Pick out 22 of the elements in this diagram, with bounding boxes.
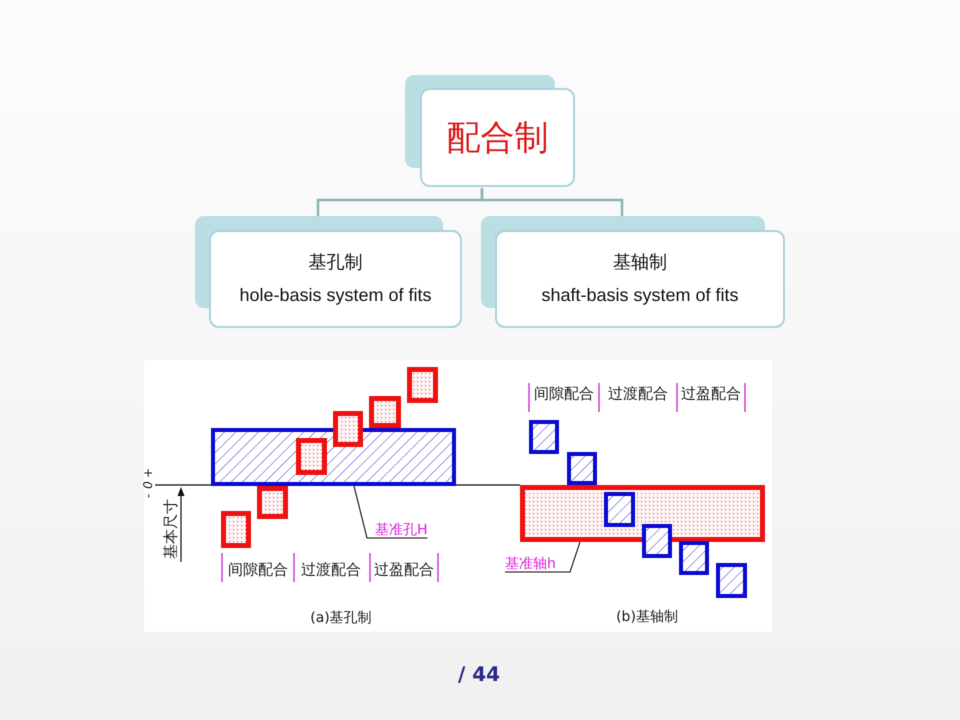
minus-sign: -	[142, 494, 154, 498]
node-title: 配合制	[446, 120, 548, 154]
node-box	[195, 216, 463, 329]
figure-caption: (b)基轴制	[616, 610, 678, 624]
node-title: 基轴制	[613, 254, 667, 272]
fit-type-label: 间隙配合	[228, 562, 288, 578]
node-title: 基孔制	[308, 254, 362, 272]
figure-caption: (a)基孔制	[310, 611, 372, 625]
fit-type-label: 间隙配合	[534, 386, 594, 402]
node-box	[405, 75, 576, 188]
node-subtitle: shaft-basis system of fits	[541, 286, 739, 304]
page-number: / 44	[458, 664, 500, 684]
zero-mark: 0	[142, 481, 154, 489]
fit-type-label: 过盈配合	[681, 386, 741, 402]
plus-sign: +	[142, 468, 154, 478]
axis-label: 基本尺寸	[164, 499, 178, 559]
connector	[480, 188, 624, 216]
node-box	[481, 216, 786, 329]
node-subtitle: hole-basis system of fits	[239, 286, 432, 304]
fit-type-label: 过渡配合	[301, 562, 361, 578]
fit-type-label: 过渡配合	[608, 386, 668, 402]
fit-type-label: 过盈配合	[374, 562, 434, 578]
